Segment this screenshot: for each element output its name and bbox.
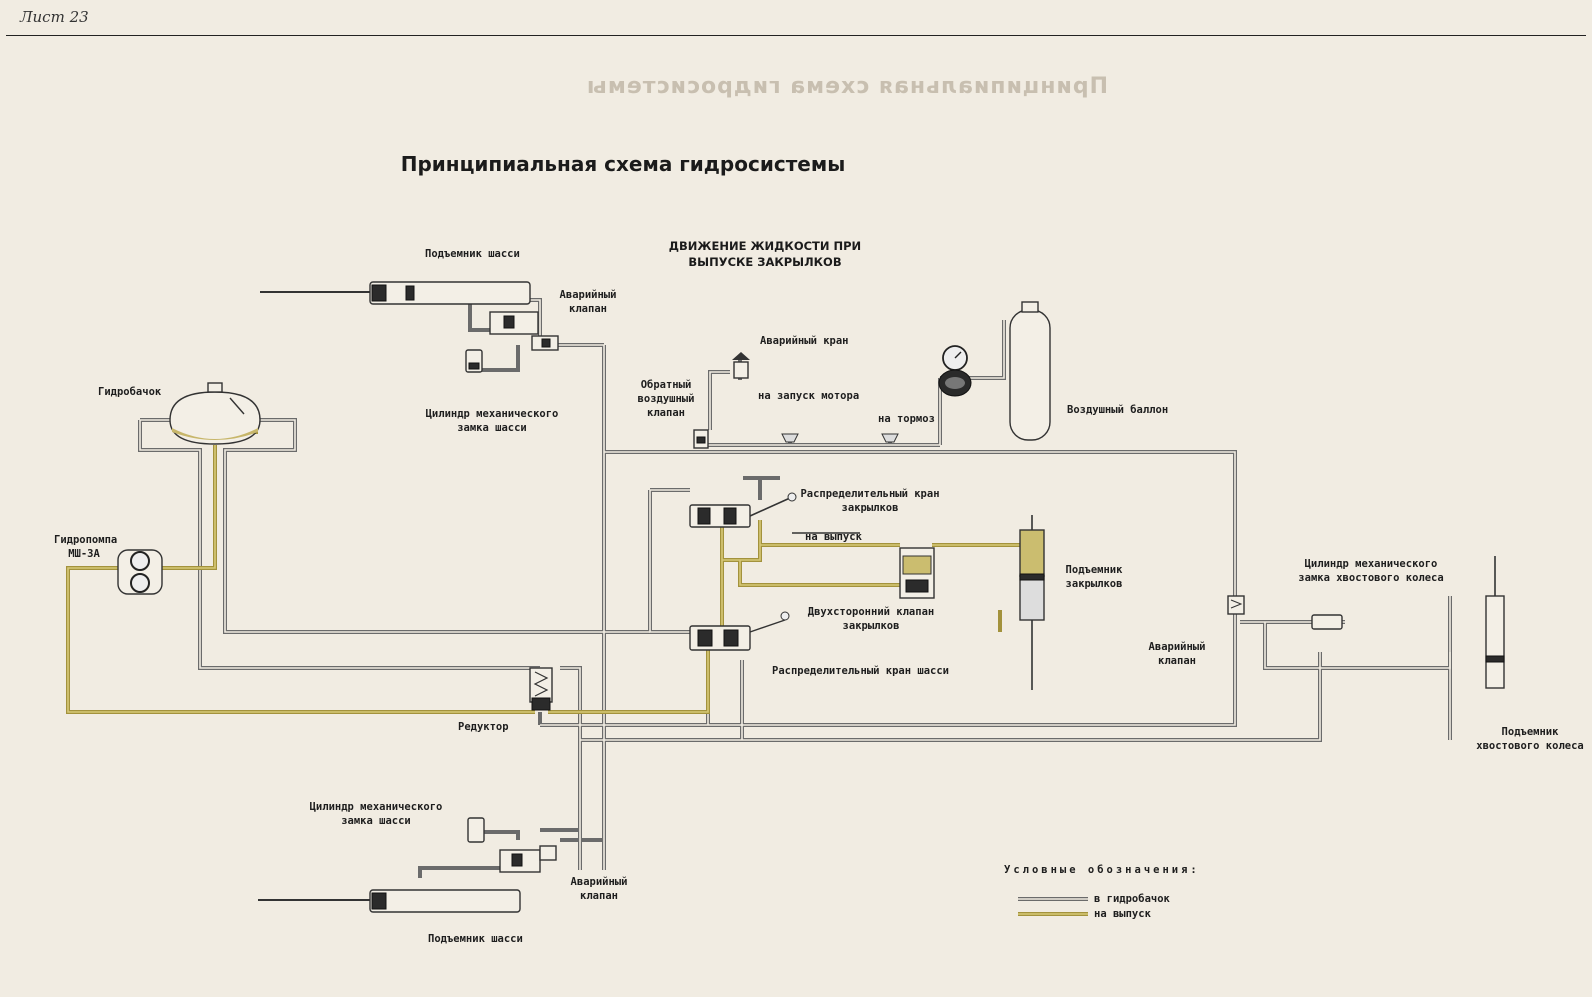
return-lines: [138, 298, 1452, 878]
diagram-title: Принципиальная схема гидросистемы: [400, 152, 846, 176]
label-check-valve: Обратный воздушный клапан: [637, 379, 695, 419]
label-air-tank: Воздушный баллон: [1067, 404, 1169, 416]
legend-return-label: в гидробачок: [1094, 893, 1170, 905]
gear-distributor-valve-icon: [689, 611, 790, 651]
two-way-flap-valve-icon: [899, 547, 935, 599]
label-pump: Гидропомпа МШ-3А: [54, 534, 118, 560]
legend-release-label: на выпуск: [1094, 908, 1151, 920]
lock-cylinder-top-icon: [465, 349, 483, 373]
label-gear-distributor: Распределительный кран шасси: [772, 665, 950, 677]
label-lock-cyl-top: Цилиндр механического замка шасси: [425, 408, 559, 434]
sheet-label: Лист 23: [20, 8, 89, 26]
tail-lock-cylinder-icon: [1311, 614, 1343, 630]
check-valve-icon: [693, 429, 709, 449]
label-emergency-tap: Аварийный кран: [760, 335, 849, 347]
flow-title: ДВИЖЕНИЕ ЖИДКОСТИ ПРИ ВЫПУСКЕ ЗАКРЫЛКОВ: [668, 239, 862, 269]
label-lift-top: Подъемник шасси: [425, 248, 520, 260]
label-tank: Гидробачок: [98, 386, 162, 398]
legend-heading: Условные обозначения:: [1004, 864, 1200, 876]
emergency-tap-icon: [732, 352, 750, 379]
air-tank-icon: [1009, 301, 1051, 441]
reducer-icon: [529, 667, 553, 711]
flap-lift-icon: [1019, 515, 1045, 690]
label-release: на выпуск: [805, 531, 862, 543]
hydraulic-pump-icon: [117, 549, 163, 595]
tail-wheel-lift-icon: [1485, 556, 1505, 689]
release-lines-inner: [67, 445, 1020, 713]
label-flap-lift: Подъемник закрылков: [1065, 564, 1123, 590]
label-emergency-valve-right: Аварийный клапан: [1148, 641, 1206, 667]
label-flap-distributor: Распределительный кран закрылков: [800, 488, 940, 514]
motor-start-connector-icon: [781, 433, 799, 443]
reducer-automat-icon: [938, 345, 972, 397]
label-emergency-valve-top: Аварийный клапан: [559, 289, 617, 315]
label-motor-start: на запуск мотора: [758, 390, 860, 402]
landing-gear-lift-bottom-icon: [258, 889, 521, 913]
emergency-valve-top-icon: [489, 311, 559, 351]
emergency-valve-bottom-icon: [499, 845, 557, 873]
label-lock-cyl-bottom: Цилиндр механического замка шасси: [309, 801, 443, 827]
lock-cylinder-bottom-icon: [467, 817, 485, 843]
label-two-way-valve: Двухсторонний клапан закрылков: [807, 606, 935, 632]
label-lift-bottom: Подъемник шасси: [428, 933, 523, 945]
landing-gear-lift-top-icon: [260, 281, 531, 305]
hydraulic-tank-icon: [169, 382, 261, 445]
brake-connector-icon: [881, 433, 899, 443]
flap-distributor-valve-icon: [689, 492, 797, 528]
label-tail-lock-cyl: Цилиндр механического замка хвостового к…: [1298, 558, 1444, 584]
emergency-valve-right-icon: [1227, 595, 1245, 615]
label-reducer: Редуктор: [458, 721, 509, 733]
label-brake: на тормоз: [878, 413, 935, 425]
label-emergency-valve-bottom: Аварийный клапан: [570, 876, 628, 902]
top-rule: [6, 35, 1586, 36]
label-tail-lift: Подъемник хвостового колеса: [1476, 726, 1584, 752]
